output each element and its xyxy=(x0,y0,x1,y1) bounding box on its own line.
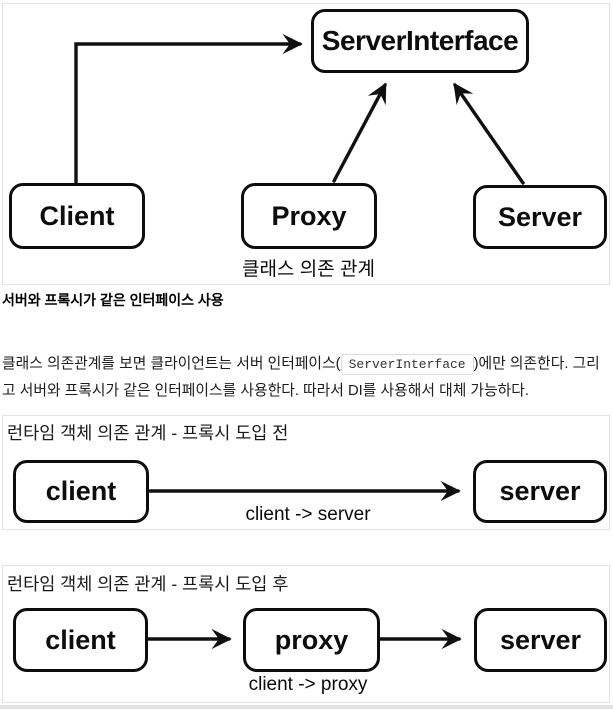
runtime-after-arrows xyxy=(147,628,462,650)
runtime-after-proxy-diagram: 런타임 객체 의존 관계 - 프록시 도입 후 client proxy ser… xyxy=(2,565,610,703)
paragraph-text-after: )에만 의존한다. 그리고 서버와 프록시가 같은 인터페이스를 사용한다. 따… xyxy=(2,355,600,399)
paragraph-text-before: 클래스 의존관계를 보면 클라이언트는 서버 인터페이스( xyxy=(2,355,341,372)
arrow-proxy-to-serverinterface xyxy=(332,82,387,183)
node-server-interface: ServerInterface xyxy=(311,9,529,73)
node-client: Client xyxy=(9,183,145,249)
inline-code-serverinterface: ServerInterface xyxy=(340,353,474,375)
arrow-server-to-serverinterface xyxy=(453,82,525,185)
node-client: client xyxy=(13,460,149,523)
runtime-after-title: 런타임 객체 의존 관계 - 프록시 도입 후 xyxy=(7,574,289,594)
runtime-before-arrows xyxy=(148,480,461,502)
class-diagram-caption: 클래스 의존 관계 xyxy=(242,259,375,280)
runtime-after-arrow-label: client -> proxy xyxy=(248,674,368,695)
runtime-before-proxy-diagram: 런타임 객체 의존 관계 - 프록시 도입 전 client server cl… xyxy=(2,415,610,530)
node-server: server xyxy=(473,460,607,523)
node-proxy: proxy xyxy=(243,608,380,672)
section-paragraph: 클래스 의존관계를 보면 클라이언트는 서버 인터페이스(ServerInter… xyxy=(2,351,611,405)
arrow-client-to-serverinterface xyxy=(74,33,303,185)
class-dependency-diagram: ServerInterface Client Proxy Server 클래스 … xyxy=(2,3,610,285)
node-server: server xyxy=(474,608,607,672)
runtime-before-title: 런타임 객체 의존 관계 - 프록시 도입 전 xyxy=(7,423,289,443)
runtime-before-arrow-label: client -> server xyxy=(245,504,371,525)
next-block-top-edge xyxy=(0,705,613,709)
section-heading: 서버와 프록시가 같은 인터페이스 사용 xyxy=(2,292,224,308)
class-dependency-arrows xyxy=(74,33,525,185)
node-proxy: Proxy xyxy=(241,183,377,249)
node-server: Server xyxy=(473,185,607,249)
node-client: client xyxy=(13,608,148,672)
